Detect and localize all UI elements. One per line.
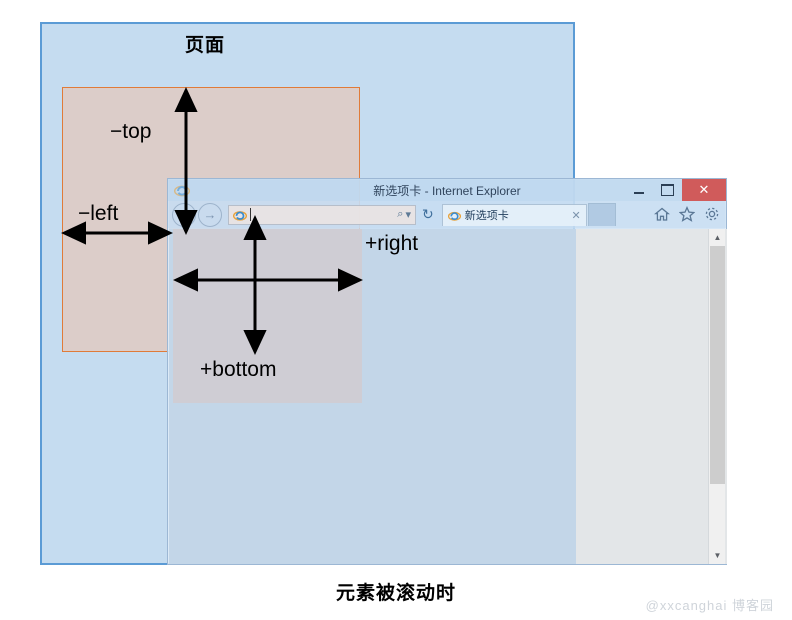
settings-gear-icon[interactable] [704, 206, 720, 222]
page-label: 页面 [184, 35, 225, 56]
tab-label: 新选项卡 [464, 210, 509, 222]
vertical-scrollbar[interactable]: ▲ ▼ [708, 229, 725, 564]
maximize-button[interactable] [653, 179, 682, 201]
home-icon[interactable] [653, 206, 671, 222]
toolbar-icons[interactable] [653, 205, 720, 222]
address-ie-icon [233, 210, 247, 221]
favorites-star-icon[interactable] [678, 205, 696, 222]
browser-tab[interactable]: 新选项卡 ✕ [441, 203, 587, 226]
tab-close-icon[interactable]: ✕ [571, 209, 581, 222]
window-titlebar[interactable]: 新选项卡 - Internet Explorer ✕ [168, 179, 726, 201]
viewport-element-region [173, 229, 362, 403]
label-right: +right [365, 232, 419, 255]
close-button[interactable]: ✕ [682, 179, 726, 201]
scrollbar-thumb[interactable] [710, 246, 725, 484]
label-bottom: +bottom [200, 358, 277, 381]
minimize-button[interactable] [624, 179, 653, 201]
address-bar[interactable]: ⌕ ▾ [228, 204, 416, 225]
watermark: @xxcanghai 博客园 [645, 598, 774, 613]
tab-ie-icon [447, 211, 461, 221]
forward-icon[interactable]: → [198, 202, 222, 227]
label-left: −left [78, 202, 119, 225]
browser-viewport [169, 229, 727, 564]
label-top: −top [110, 120, 152, 143]
chevron-down-icon[interactable]: ▾ [405, 209, 411, 221]
internet-explorer-window[interactable]: 新选项卡 - Internet Explorer ✕ ← → ⌕ ▾ ↻ [167, 178, 727, 565]
scroll-up-icon[interactable]: ▲ [713, 233, 722, 242]
search-icon[interactable]: ⌕ [397, 208, 404, 220]
diagram-caption: 元素被滚动时 [335, 583, 456, 604]
refresh-icon[interactable]: ↻ [422, 206, 434, 222]
window-controls[interactable]: ✕ [624, 179, 726, 201]
browser-toolbar[interactable]: ← → ⌕ ▾ ↻ 新选项卡 ✕ [168, 201, 726, 228]
ie-logo-icon [174, 185, 190, 197]
address-text-cursor [250, 208, 251, 221]
scroll-down-icon[interactable]: ▼ [713, 551, 722, 560]
new-tab-button[interactable] [587, 203, 616, 226]
back-icon[interactable]: ← [172, 202, 196, 227]
window-title: 新选项卡 - Internet Explorer [373, 183, 521, 198]
